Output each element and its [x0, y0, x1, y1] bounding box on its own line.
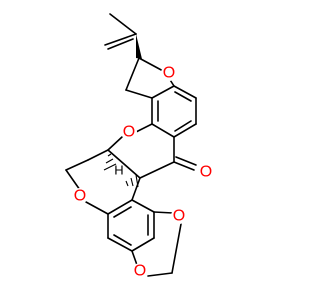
bond-c6a-c12a — [107, 149, 141, 179]
bond-lar-4 — [107, 237, 133, 252]
bond-lar-6-inner — [113, 206, 132, 218]
hash-bond-fusion-3 — [135, 174, 139, 188]
bond-lar-1 — [131, 199, 155, 213]
bond-ar-o-dioxole-left — [131, 250, 138, 266]
hash-bond-fusion-2 — [130, 177, 134, 187]
bond-carbonyl-c12a — [139, 161, 175, 179]
bond-c1-o-furan — [138, 57, 166, 73]
bond-lar-4-inner — [113, 234, 132, 246]
bond-co-double-b — [175, 156, 197, 166]
bond-c6-c6b — [65, 159, 89, 171]
hash-bond-h-3 — [103, 163, 117, 171]
bond-ar-c12a — [131, 177, 141, 201]
lower-pyran-ring — [65, 149, 141, 215]
atom-o-furan: O — [163, 65, 175, 82]
bond-vinyl-double-b — [107, 38, 134, 50]
atom-o-pyran-upper: O — [123, 124, 135, 141]
lower-benzene-ring — [107, 199, 155, 252]
bond-co-double-a — [173, 161, 195, 171]
molecule-canvas: O O O O O O H — [65, 13, 214, 280]
bond-c2-c3 — [125, 89, 153, 99]
atom-o-dioxole-right: O — [173, 208, 185, 225]
wedge-bond-isopropenyl — [136, 34, 142, 59]
bond-c1-c2 — [125, 57, 140, 91]
bond-ar-6 — [173, 85, 197, 99]
dioxole-ring — [131, 211, 182, 277]
bond-ar-o-pyran — [135, 123, 153, 133]
atom-h-stereo: H — [114, 163, 123, 178]
bond-ar-4 — [173, 123, 197, 138]
bond-ar-o-dioxole-right — [153, 211, 174, 214]
bond-o-left-ch2 — [147, 272, 173, 277]
bond-vinyl-double-a — [104, 33, 137, 46]
bond-c6b-o-lower — [65, 169, 81, 191]
hash-bond-fusion-1 — [125, 180, 129, 187]
rotenone-structure: O O O O O O H — [65, 13, 214, 280]
atom-o-pyran-lower: O — [74, 188, 86, 205]
hash-bond-h-1 — [107, 153, 112, 157]
bond-c6a-c6 — [87, 149, 109, 161]
upper-benzene-ring — [151, 85, 197, 138]
hash-bond-h-2 — [105, 158, 114, 164]
bond-ar-6-inner — [174, 91, 192, 102]
bond-ar-3 — [151, 123, 175, 138]
bond-methyl — [109, 13, 137, 35]
bond-o-lower-ar — [85, 201, 109, 215]
bond-o-pyran-c6a — [107, 136, 123, 151]
isopropenyl-group — [104, 13, 142, 59]
atom-o-carbonyl: O — [200, 164, 212, 181]
bond-ar-1 — [151, 85, 175, 99]
atom-o-dioxole-left: O — [134, 263, 146, 280]
bond-o-right-ch2 — [171, 223, 182, 274]
bond-lar-6 — [107, 199, 133, 215]
bond-lar-3 — [131, 237, 155, 252]
chromanone-ring — [107, 123, 197, 179]
bond-ar-4-inner — [174, 120, 192, 132]
atom-labels: O O O O O O H — [72, 65, 214, 280]
